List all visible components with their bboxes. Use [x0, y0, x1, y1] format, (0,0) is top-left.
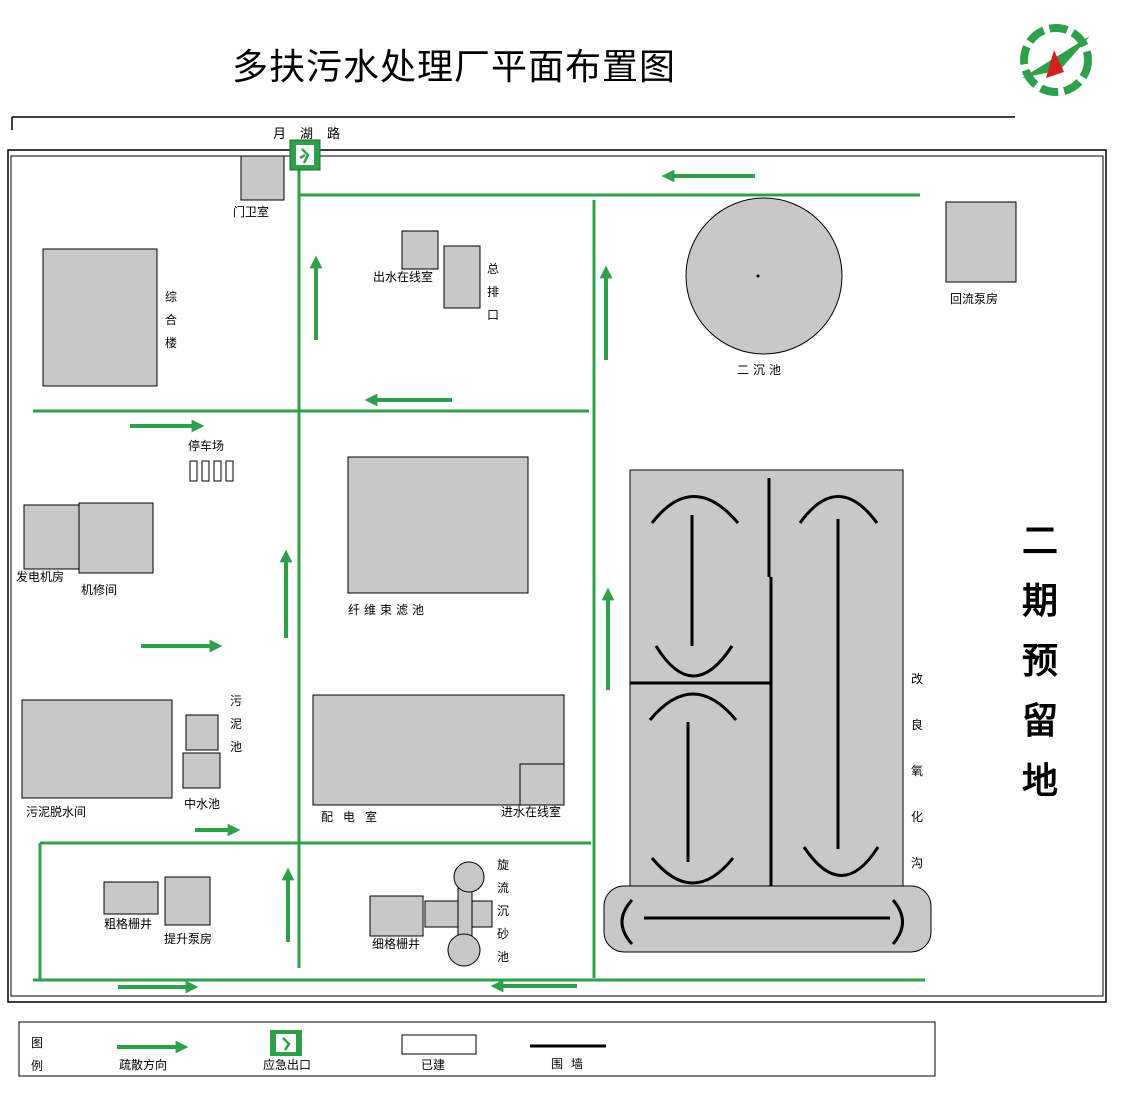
- legend-evacuation-label: 疏散方向: [119, 1058, 168, 1072]
- main-outlet: [443, 245, 481, 309]
- legend-built-label: 已建: [421, 1058, 446, 1072]
- inlet-monitor-label: 进水在线室: [501, 805, 562, 819]
- legend: [18, 1021, 936, 1077]
- return-pump-label: 回流泵房: [950, 292, 999, 306]
- phase-two-reserved-label: 二期预留地: [1021, 521, 1058, 802]
- generator-room: [23, 504, 80, 570]
- coarse-grid-label: 粗格栅井: [104, 917, 153, 931]
- fine-grid-label: 细格栅井: [372, 937, 421, 951]
- emergency-exit-sign: [289, 139, 321, 171]
- clarifier-label: 二沉池: [737, 363, 786, 377]
- evacuation-arrows: [118, 169, 755, 994]
- generator-label: 发电机房: [16, 570, 65, 584]
- outlet-monitor-room: [401, 230, 439, 270]
- lift-pump-label: 提升泵房: [164, 932, 213, 946]
- guard-room: [240, 155, 285, 201]
- road-label: 月湖路: [273, 127, 355, 142]
- guard-room-label: 门卫室: [233, 205, 270, 219]
- main-outlet-label: 总排口: [486, 262, 499, 322]
- coarse-grid-well: [103, 881, 159, 915]
- office-building: [42, 248, 158, 387]
- fine-grid-well: [369, 895, 424, 937]
- legend-exit-label: 应急出口: [263, 1058, 312, 1072]
- mid-tank-label: 中水池: [184, 797, 221, 811]
- oxidation-ditch: [629, 469, 904, 891]
- clarifier-center-dot: [756, 274, 760, 278]
- legend-built-box: [401, 1034, 477, 1055]
- buildings: [21, 155, 1017, 967]
- legend-wall-label: 围墙: [551, 1057, 592, 1071]
- sludge-dewater-room: [21, 699, 173, 799]
- secondary-clarifier: [685, 197, 843, 355]
- evacuation-routes: [33, 160, 925, 982]
- fiber-filter-tank: [347, 456, 529, 594]
- parking-stalls: [189, 460, 234, 482]
- mid-water-tank: [182, 752, 221, 789]
- compass-logo: [1020, 24, 1092, 96]
- parking-label: 停车场: [188, 439, 225, 453]
- return-pump-house: [945, 201, 1017, 283]
- sludge-tank: [185, 714, 219, 751]
- power-room-label: 配电室: [321, 810, 388, 824]
- page-title: 多扶污水处理厂平面布置图: [232, 47, 677, 88]
- grit-chamber-top: [453, 861, 485, 893]
- grit-chamber-label: 旋流沉砂池: [496, 858, 509, 964]
- inlet-monitor-room: [519, 763, 565, 806]
- office-label: 综合楼: [164, 290, 177, 350]
- grit-chamber-bottom: [447, 933, 481, 967]
- repair-label: 机修间: [81, 583, 118, 597]
- perimeter-wall: [7, 116, 1107, 1003]
- repair-room: [78, 502, 154, 574]
- legend-heading: 图例: [30, 1036, 43, 1073]
- sludge-tank-label: 污泥池: [229, 694, 242, 754]
- oxidation-ditch-label: 改良氧化沟: [910, 672, 923, 870]
- oxidation-ditch-internals: [620, 478, 904, 946]
- lift-pump-house: [164, 876, 211, 926]
- outlet-monitor-label: 出水在线室: [373, 270, 434, 284]
- dewater-label: 污泥脱水间: [26, 805, 87, 819]
- fiber-filter-label: 纤维束滤池: [348, 603, 429, 617]
